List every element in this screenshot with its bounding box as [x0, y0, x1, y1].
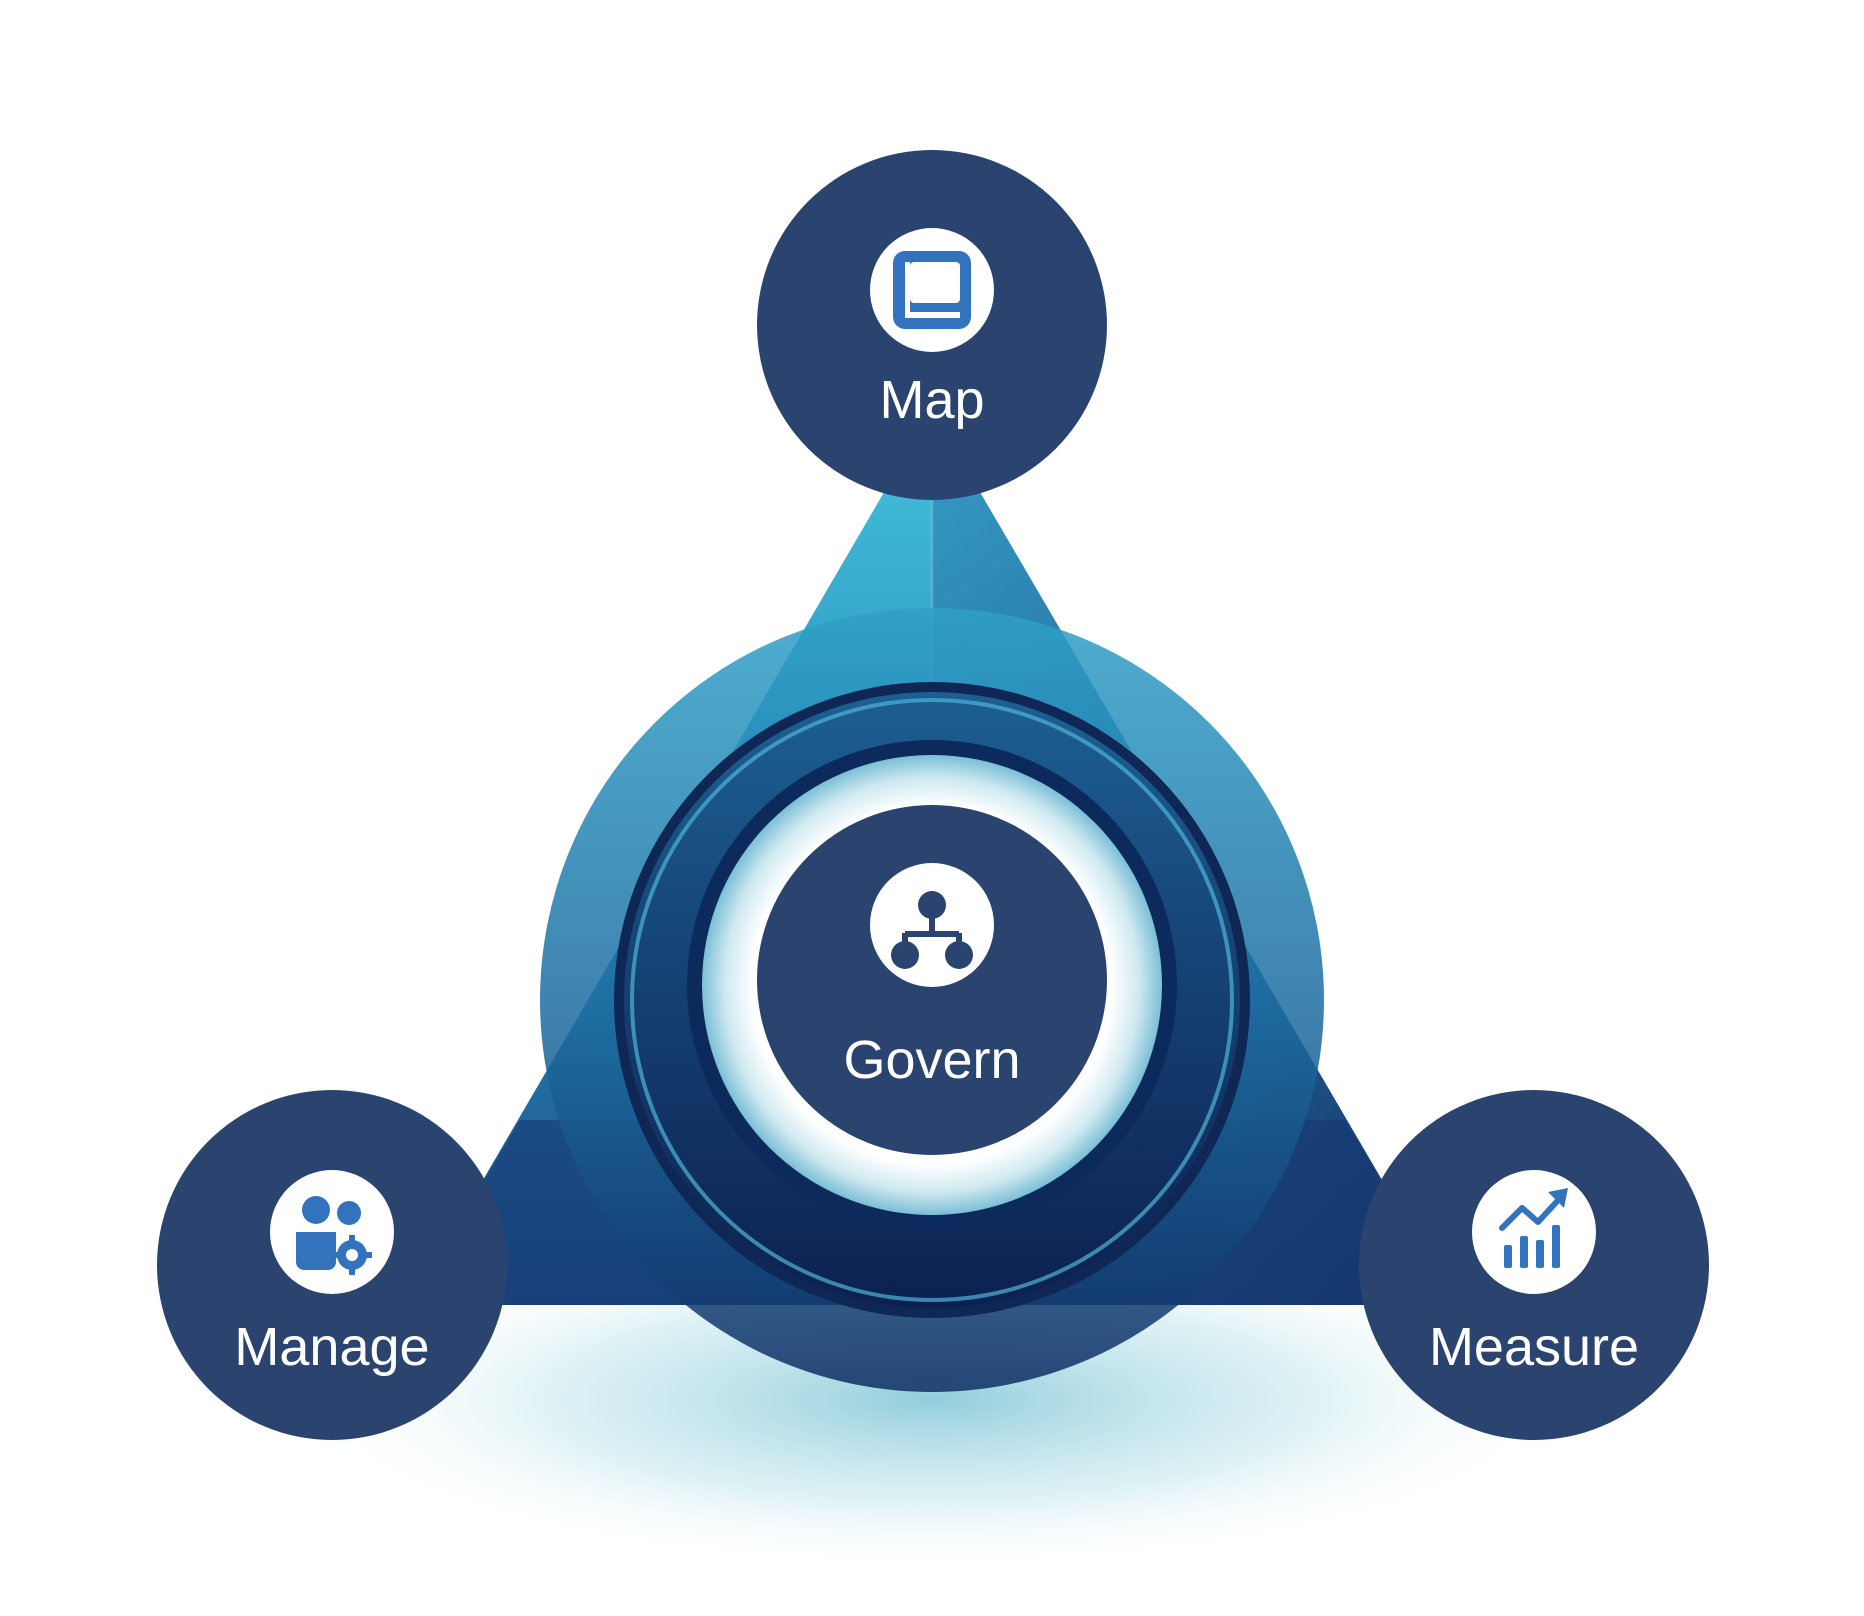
hierarchy-icon [870, 863, 994, 987]
layout-icon [870, 228, 994, 352]
node-measure[interactable]: Measure [1359, 1090, 1709, 1440]
manage-label: Manage [234, 1317, 429, 1377]
people-settings-icon [270, 1170, 394, 1294]
node-map[interactable]: Map [757, 150, 1107, 500]
govern-label: Govern [843, 1030, 1020, 1090]
map-label: Map [879, 370, 984, 430]
floor-shadow [292, 1230, 1572, 1570]
chart-trend-icon [1472, 1170, 1596, 1294]
center-node-govern[interactable]: Govern [757, 805, 1107, 1155]
node-manage[interactable]: Manage [157, 1090, 507, 1440]
measure-label: Measure [1429, 1317, 1639, 1377]
